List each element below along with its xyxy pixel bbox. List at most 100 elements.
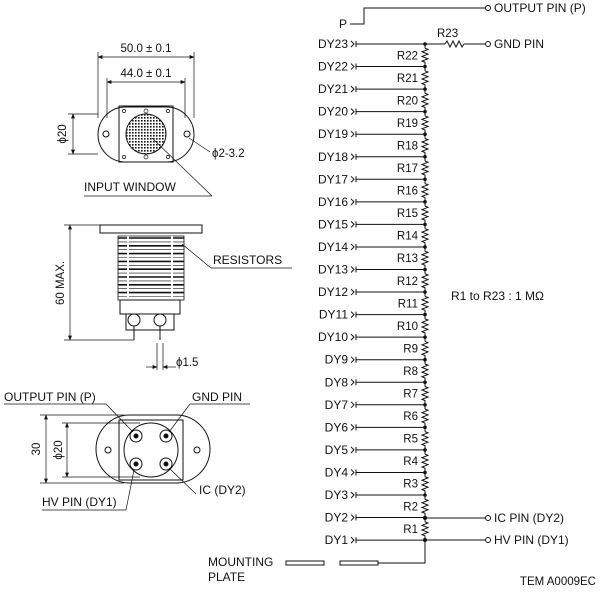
dynode-mark — [350, 198, 355, 206]
dynode-label-dy2: DY2 — [325, 511, 349, 525]
dynode-label-dy12: DY12 — [318, 285, 348, 299]
dynode-mark — [350, 130, 355, 138]
resistor-label-r7: R7 — [403, 389, 418, 401]
dynode-mark — [350, 85, 355, 93]
dynode-label-dy10: DY10 — [318, 330, 348, 344]
dim-height: 60 MAX. — [55, 261, 67, 305]
label-hv-pin-mech: HV PIN (DY1) — [42, 495, 117, 509]
dynode-label-dy18: DY18 — [318, 150, 348, 164]
dynode-label-dy4: DY4 — [325, 465, 349, 479]
figure-code: TEM A0009EC — [520, 576, 596, 588]
resistor-r11 — [420, 295, 430, 315]
dynode-label-dy22: DY22 — [318, 60, 348, 74]
resistor-r1 — [420, 521, 430, 541]
resistor-r7 — [420, 386, 430, 405]
resistor-label-r19: R19 — [397, 118, 418, 130]
label-hv-pin: HV PIN (DY1) — [494, 533, 569, 547]
schematic: P OUTPUT PIN (P) R23 GND PIN DY23DY22DY2… — [208, 1, 596, 588]
label-gnd-pin: GND PIN — [494, 37, 544, 51]
dynode-label-dy1: DY1 — [325, 533, 349, 547]
resistor-r13 — [420, 250, 430, 270]
label-output-pin: OUTPUT PIN (P) — [494, 1, 586, 15]
resistor-r16 — [420, 183, 430, 202]
resistor-r2 — [420, 498, 430, 518]
dynode-mark — [350, 63, 355, 70]
bottom-view: 30 ϕ20 OUTPUT PIN (P) GND PIN IC (DY2) H… — [4, 390, 250, 511]
resistor-r20 — [420, 92, 430, 112]
dim-dia-20: ϕ20 — [57, 124, 69, 143]
dynode-mark — [350, 378, 355, 386]
dynode-label-dy21: DY21 — [318, 82, 348, 96]
resistor-label-r9: R9 — [403, 343, 418, 355]
dynode-label-dy11: DY11 — [319, 308, 348, 322]
resistor-label-r16: R16 — [397, 186, 418, 198]
dynode-label-dy19: DY19 — [318, 127, 348, 141]
dynode-mark — [350, 108, 355, 116]
dynode-label-dy6: DY6 — [325, 420, 349, 434]
label-plate: PLATE — [208, 570, 245, 584]
label-mounting: MOUNTING — [208, 555, 273, 569]
dynode-label-dy9: DY9 — [325, 353, 349, 367]
resistor-r15 — [420, 205, 430, 225]
resistor-label-r13: R13 — [397, 253, 418, 265]
dim-bottom-dia-20: ϕ20 — [53, 440, 65, 459]
dynode-mark — [350, 333, 355, 341]
dynode-mark — [350, 423, 355, 431]
resistor-label-r6: R6 — [403, 411, 418, 423]
dynode-label-dy15: DY15 — [318, 217, 348, 231]
dim-hole: ϕ2-3.2 — [212, 148, 245, 160]
dynode-mark — [350, 175, 355, 183]
label-ic-pin: IC PIN (DY2) — [494, 511, 564, 525]
resistor-label-r4: R4 — [403, 456, 418, 468]
resistor-r6 — [420, 408, 430, 428]
dynode-label-dy14: DY14 — [318, 240, 348, 254]
dim-bottom-30: 30 — [31, 443, 43, 456]
resistor-r22 — [420, 47, 430, 67]
label-ic-dy2-mech: IC (DY2) — [199, 483, 246, 497]
dynode-mark — [350, 514, 355, 521]
resistor-label-r5: R5 — [403, 434, 418, 446]
resistor-r9 — [420, 340, 430, 360]
dynode-label-dy20: DY20 — [318, 105, 348, 119]
label-output-pin-mech: OUTPUT PIN (P) — [4, 390, 96, 404]
resistor-label-r14: R14 — [397, 231, 419, 243]
dynode-mark — [350, 491, 355, 499]
resistor-r18 — [420, 138, 430, 157]
resistor-label-r1: R1 — [403, 524, 418, 536]
label-r23: R23 — [437, 28, 458, 40]
dynode-mark — [350, 311, 355, 318]
dynode-mark — [350, 153, 355, 161]
dynode-mark — [350, 446, 355, 454]
resistor-label-r10: R10 — [397, 321, 418, 333]
dynode-label-dy17: DY17 — [318, 172, 348, 186]
resistor-label-r11: R11 — [398, 298, 418, 310]
dynode-label-dy5: DY5 — [325, 443, 349, 457]
resistor-label-r8: R8 — [403, 366, 418, 378]
label-gnd-pin-mech: GND PIN — [192, 390, 242, 404]
dynode-mark — [350, 288, 355, 296]
resistor-r21 — [420, 70, 430, 90]
resistor-label-r3: R3 — [403, 479, 418, 491]
label-resistors: RESISTORS — [213, 253, 282, 267]
dynode-mark — [350, 266, 355, 273]
dynode-mark — [350, 243, 355, 251]
resistor-r10 — [420, 318, 430, 338]
dynode-mark — [350, 221, 355, 228]
dynode-label-dy7: DY7 — [325, 398, 349, 412]
resistor-label-r2: R2 — [403, 501, 418, 513]
label-input-window: INPUT WINDOW — [84, 180, 176, 194]
top-view: 50.0 ± 0.1 44.0 ± 0.1 ϕ20 ϕ2-3.2 INPUT W — [57, 43, 245, 197]
resistor-r5 — [420, 431, 430, 450]
resistor-r4 — [420, 453, 430, 473]
resistor-label-r17: R17 — [397, 163, 418, 175]
dynode-label-dy13: DY13 — [318, 263, 348, 277]
dim-width-outer: 50.0 ± 0.1 — [120, 43, 171, 55]
dynode-label-dy23: DY23 — [318, 37, 348, 51]
dim-pin: ϕ1.5 — [176, 357, 198, 369]
resistor-label-r15: R15 — [397, 208, 418, 220]
dynode-mark — [350, 356, 355, 364]
dynode-mark — [350, 469, 355, 476]
resistor-label-r21: R21 — [397, 73, 418, 85]
dynode-label-dy8: DY8 — [325, 375, 349, 389]
side-view: 60 MAX. RESISTORS ϕ1.5 — [55, 224, 292, 370]
